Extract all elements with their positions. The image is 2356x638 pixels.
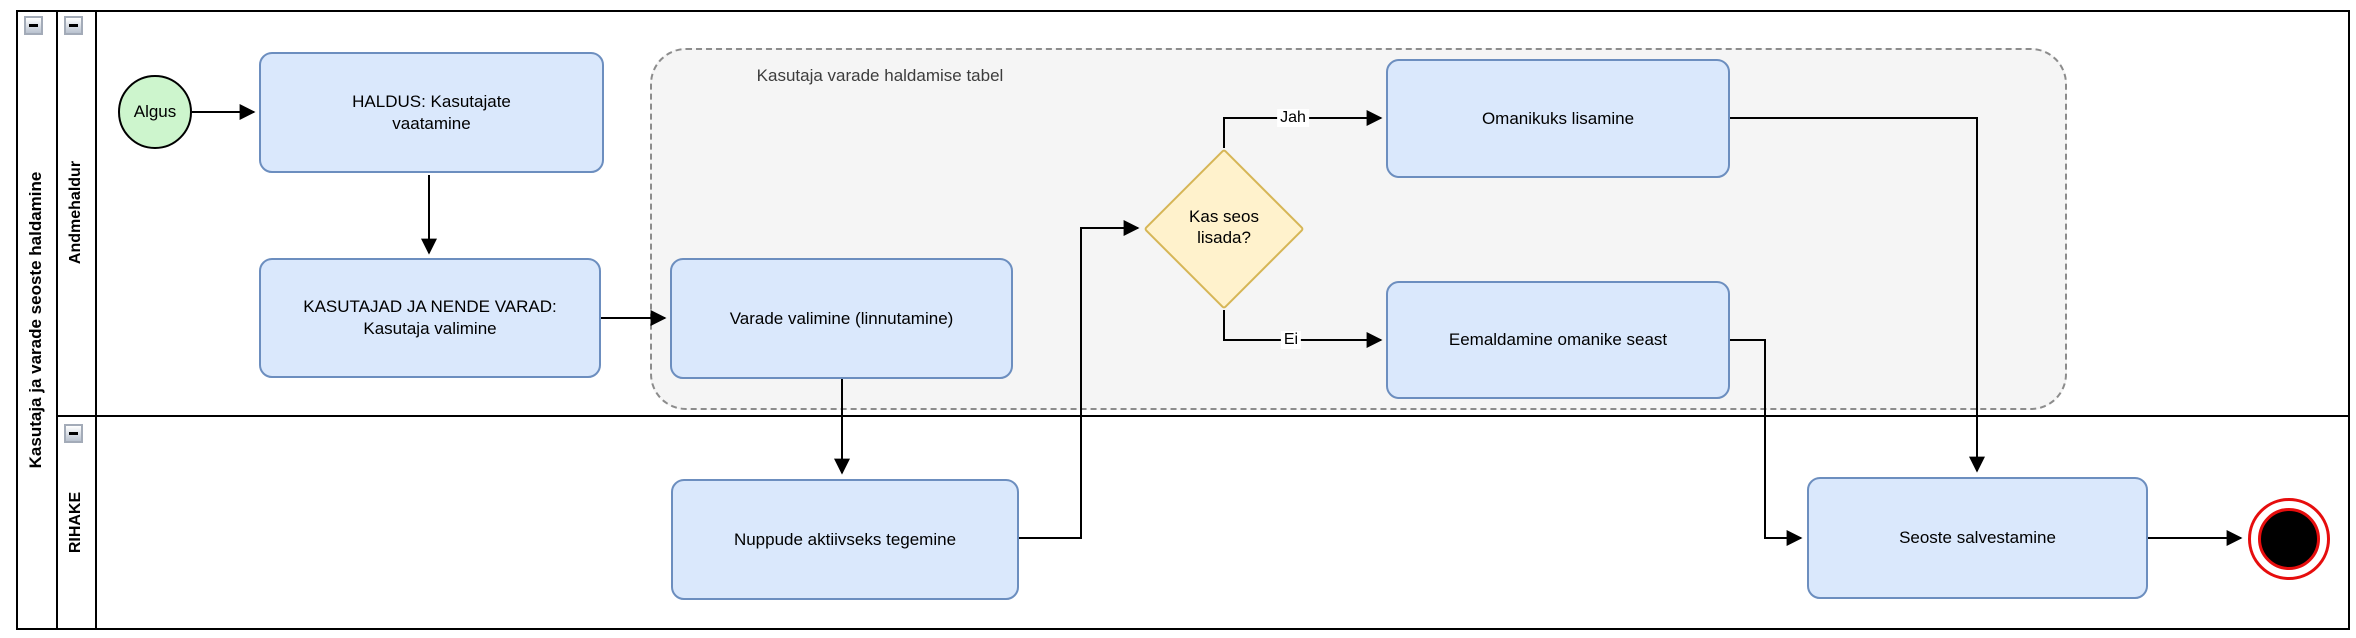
lane-title-andmehaldur: Andmehaldur bbox=[67, 160, 84, 265]
edge-label-jah: Jah bbox=[1277, 109, 1309, 127]
pool-frame bbox=[16, 10, 2350, 630]
task-haldus-kasutajate-vaatamine[interactable]: HALDUS: Kasutajate vaatamine bbox=[259, 52, 604, 173]
start-event-label: Algus bbox=[133, 102, 177, 121]
task-omanikuks-lisamine[interactable]: Omanikuks lisamine bbox=[1386, 59, 1730, 178]
task-varade-valimine[interactable]: Varade valimine (linnutamine) bbox=[670, 258, 1013, 379]
lane-rihake-collapse-button[interactable] bbox=[64, 424, 83, 443]
task-label: Omanikuks lisamine bbox=[1481, 108, 1635, 128]
group-label: Kasutaja varade haldamise tabel bbox=[756, 66, 1004, 85]
lane-andmehaldur-collapse-button[interactable] bbox=[64, 16, 83, 35]
gateway-label: Kas seos lisada? bbox=[1189, 207, 1259, 248]
pool-collapse-button[interactable] bbox=[24, 16, 43, 35]
task-label: Varade valimine (linnutamine) bbox=[729, 308, 954, 328]
task-eemaldamine-omanike-seast[interactable]: Eemaldamine omanike seast bbox=[1386, 281, 1730, 399]
task-nuppude-aktiivseks-tegemine[interactable]: Nuppude aktiivseks tegemine bbox=[671, 479, 1019, 600]
edge-label-ei: Ei bbox=[1280, 331, 1302, 349]
task-label: HALDUS: Kasutajate vaatamine bbox=[352, 91, 511, 133]
task-label: Eemaldamine omanike seast bbox=[1448, 330, 1668, 350]
lane-title-divider bbox=[95, 10, 97, 630]
lane-divider bbox=[56, 415, 2350, 417]
task-label: Nuppude aktiivseks tegemine bbox=[733, 529, 957, 549]
pool-title-divider bbox=[56, 10, 58, 630]
task-label: Seoste salvestamine bbox=[1899, 528, 2056, 548]
lane-title-rihake: RIHAKE bbox=[67, 491, 84, 554]
task-kasutajad-ja-nende-varad[interactable]: KASUTAJAD JA NENDE VARAD: Kasutaja valim… bbox=[259, 258, 601, 378]
minus-icon bbox=[69, 24, 78, 27]
pool-title: Kasutaja ja varade seoste haldamine bbox=[26, 171, 45, 469]
minus-icon bbox=[29, 24, 38, 27]
start-event-algus[interactable]: Algus bbox=[118, 75, 192, 149]
end-event-inner-circle bbox=[2258, 508, 2320, 570]
task-label: KASUTAJAD JA NENDE VARAD: Kasutaja valim… bbox=[303, 297, 557, 338]
minus-icon bbox=[69, 432, 78, 435]
end-event[interactable] bbox=[2248, 498, 2330, 580]
task-seoste-salvestamine[interactable]: Seoste salvestamine bbox=[1807, 477, 2148, 599]
